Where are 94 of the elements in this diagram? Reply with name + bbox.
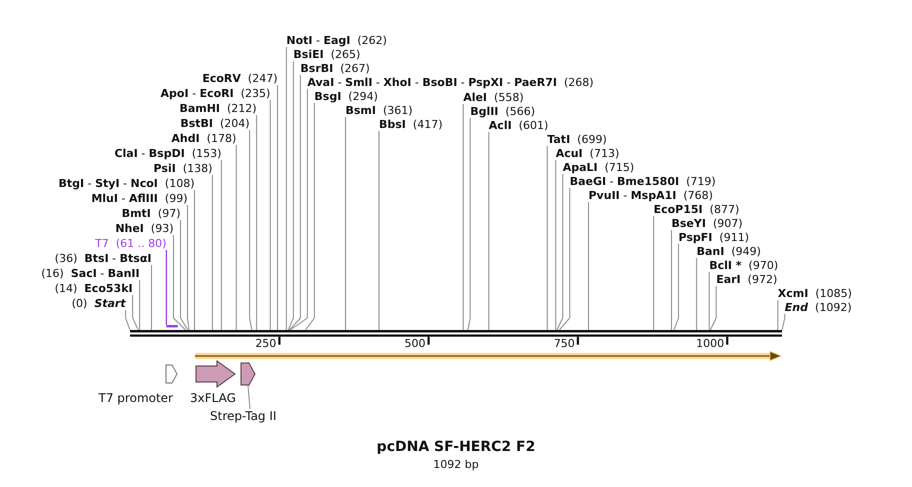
leader-line (187, 204, 190, 330)
leader-line (270, 100, 271, 330)
site-label: (36) BtsI - BtsαI (54, 252, 152, 265)
leader-line (777, 300, 778, 330)
leader-line (696, 258, 698, 330)
feature-block (196, 360, 236, 388)
site-label: BseYI (907) (672, 217, 743, 230)
leader-line (546, 146, 548, 330)
tick-label: 1000 (696, 337, 724, 351)
site-label: BglII (566) (470, 105, 535, 118)
site-label: BamHI (212) (179, 102, 257, 115)
leader-line (782, 314, 786, 330)
leader-line (194, 190, 195, 330)
site-label: End (1092) (784, 301, 852, 314)
site-label: BclI * (970) (709, 259, 778, 272)
site-label: AleI (558) (463, 91, 524, 104)
leader-line (462, 104, 464, 330)
leader-line (467, 118, 471, 330)
primer-bar (166, 325, 178, 328)
feature-label: Strep-Tag II (210, 409, 276, 424)
leader-line (671, 230, 672, 330)
leader-line (256, 114, 258, 330)
feature-label: 3xFLAG (190, 391, 236, 406)
feature-arrow (195, 350, 782, 362)
site-label: TatI (699) (547, 133, 607, 146)
primer-label: T7 (61 .. 80) (95, 237, 166, 250)
leader-line (288, 74, 301, 330)
leader-line (286, 46, 287, 330)
site-label: (0) Start (72, 297, 126, 310)
leader-line (556, 174, 564, 330)
leader-line (290, 88, 308, 330)
site-label: EcoP15I (877) (654, 203, 740, 216)
leader-line (588, 202, 589, 330)
promoter-block (166, 364, 178, 384)
site-label: NotI - EagI (262) (286, 34, 387, 47)
leader-line (558, 188, 570, 330)
tick-label: 250 (255, 337, 276, 351)
site-label: BsrBI (267) (300, 62, 370, 75)
leader-line (555, 160, 556, 330)
leader-line (139, 280, 140, 330)
site-label: BstBI (204) (180, 117, 250, 130)
leader-line (710, 286, 717, 330)
site-label: BsgI (294) (314, 90, 378, 103)
site-label: BmtI (97) (122, 207, 180, 220)
leader-line (125, 310, 130, 330)
site-label: BaeGI - Bme1580I (719) (570, 175, 716, 188)
leader-line (212, 174, 213, 330)
site-label: BanI (949) (696, 245, 761, 258)
leader-line (378, 130, 380, 330)
site-label: PsiI (138) (154, 162, 212, 175)
tick-label: 500 (404, 337, 426, 351)
site-label: EcoRV (247) (202, 72, 278, 85)
site-label: AcuI (713) (556, 147, 620, 160)
feature-label: T7 promoter (98, 391, 173, 406)
leader-line (488, 132, 490, 330)
tick-label: 750 (554, 337, 575, 351)
leader-line (673, 244, 679, 330)
site-label: PspFI (911) (678, 231, 749, 244)
site-label: PvuII - MspA1I (768) (588, 189, 713, 202)
site-label: ApaLI (715) (562, 161, 634, 174)
leader-line (708, 272, 710, 330)
site-label: BbsI (417) (379, 118, 442, 131)
site-label: MluI - AflIII (99) (91, 192, 188, 205)
leader-line (151, 264, 152, 330)
leader-line (249, 130, 252, 330)
site-label: NheI (93) (115, 222, 174, 235)
leader-line (248, 384, 250, 410)
leader-line (132, 294, 139, 330)
map-title: pcDNA SF-HERC2 F2 (376, 439, 536, 456)
leader-line (173, 234, 186, 330)
site-label: (14) Eco53kI (54, 282, 133, 295)
site-label: AvaI - SmlI - XhoI - BsoBI - PspXI - PaeR7I (268) (307, 76, 594, 89)
leader-line (653, 216, 654, 330)
feature-block (240, 362, 256, 386)
site-label: ApoI - EcoRI (235) (160, 87, 270, 100)
leader-line (345, 116, 346, 330)
site-label: ClaI - BspDI (153) (114, 147, 222, 160)
leader-line (236, 144, 237, 330)
site-label: BsiEI (265) (293, 48, 360, 61)
site-label: BsmI (361) (346, 104, 413, 117)
leader-line (288, 60, 294, 330)
leader-line (277, 84, 278, 330)
site-label: BtgI - StyI - NcoI (108) (58, 177, 194, 190)
site-label: AhdI (178) (171, 132, 236, 145)
site-label: EarI (972) (716, 273, 778, 286)
leader-line (166, 250, 168, 325)
site-label: (16) SacI - BanII (41, 267, 140, 280)
leader-line (305, 102, 315, 330)
leader-line (180, 220, 188, 330)
site-label: AclI (601) (488, 119, 548, 132)
sequence-length: 1092 bp (433, 458, 479, 471)
leader-line (220, 160, 222, 330)
dna-backbone (130, 330, 782, 337)
site-label: XcmI (1085) (778, 287, 852, 300)
